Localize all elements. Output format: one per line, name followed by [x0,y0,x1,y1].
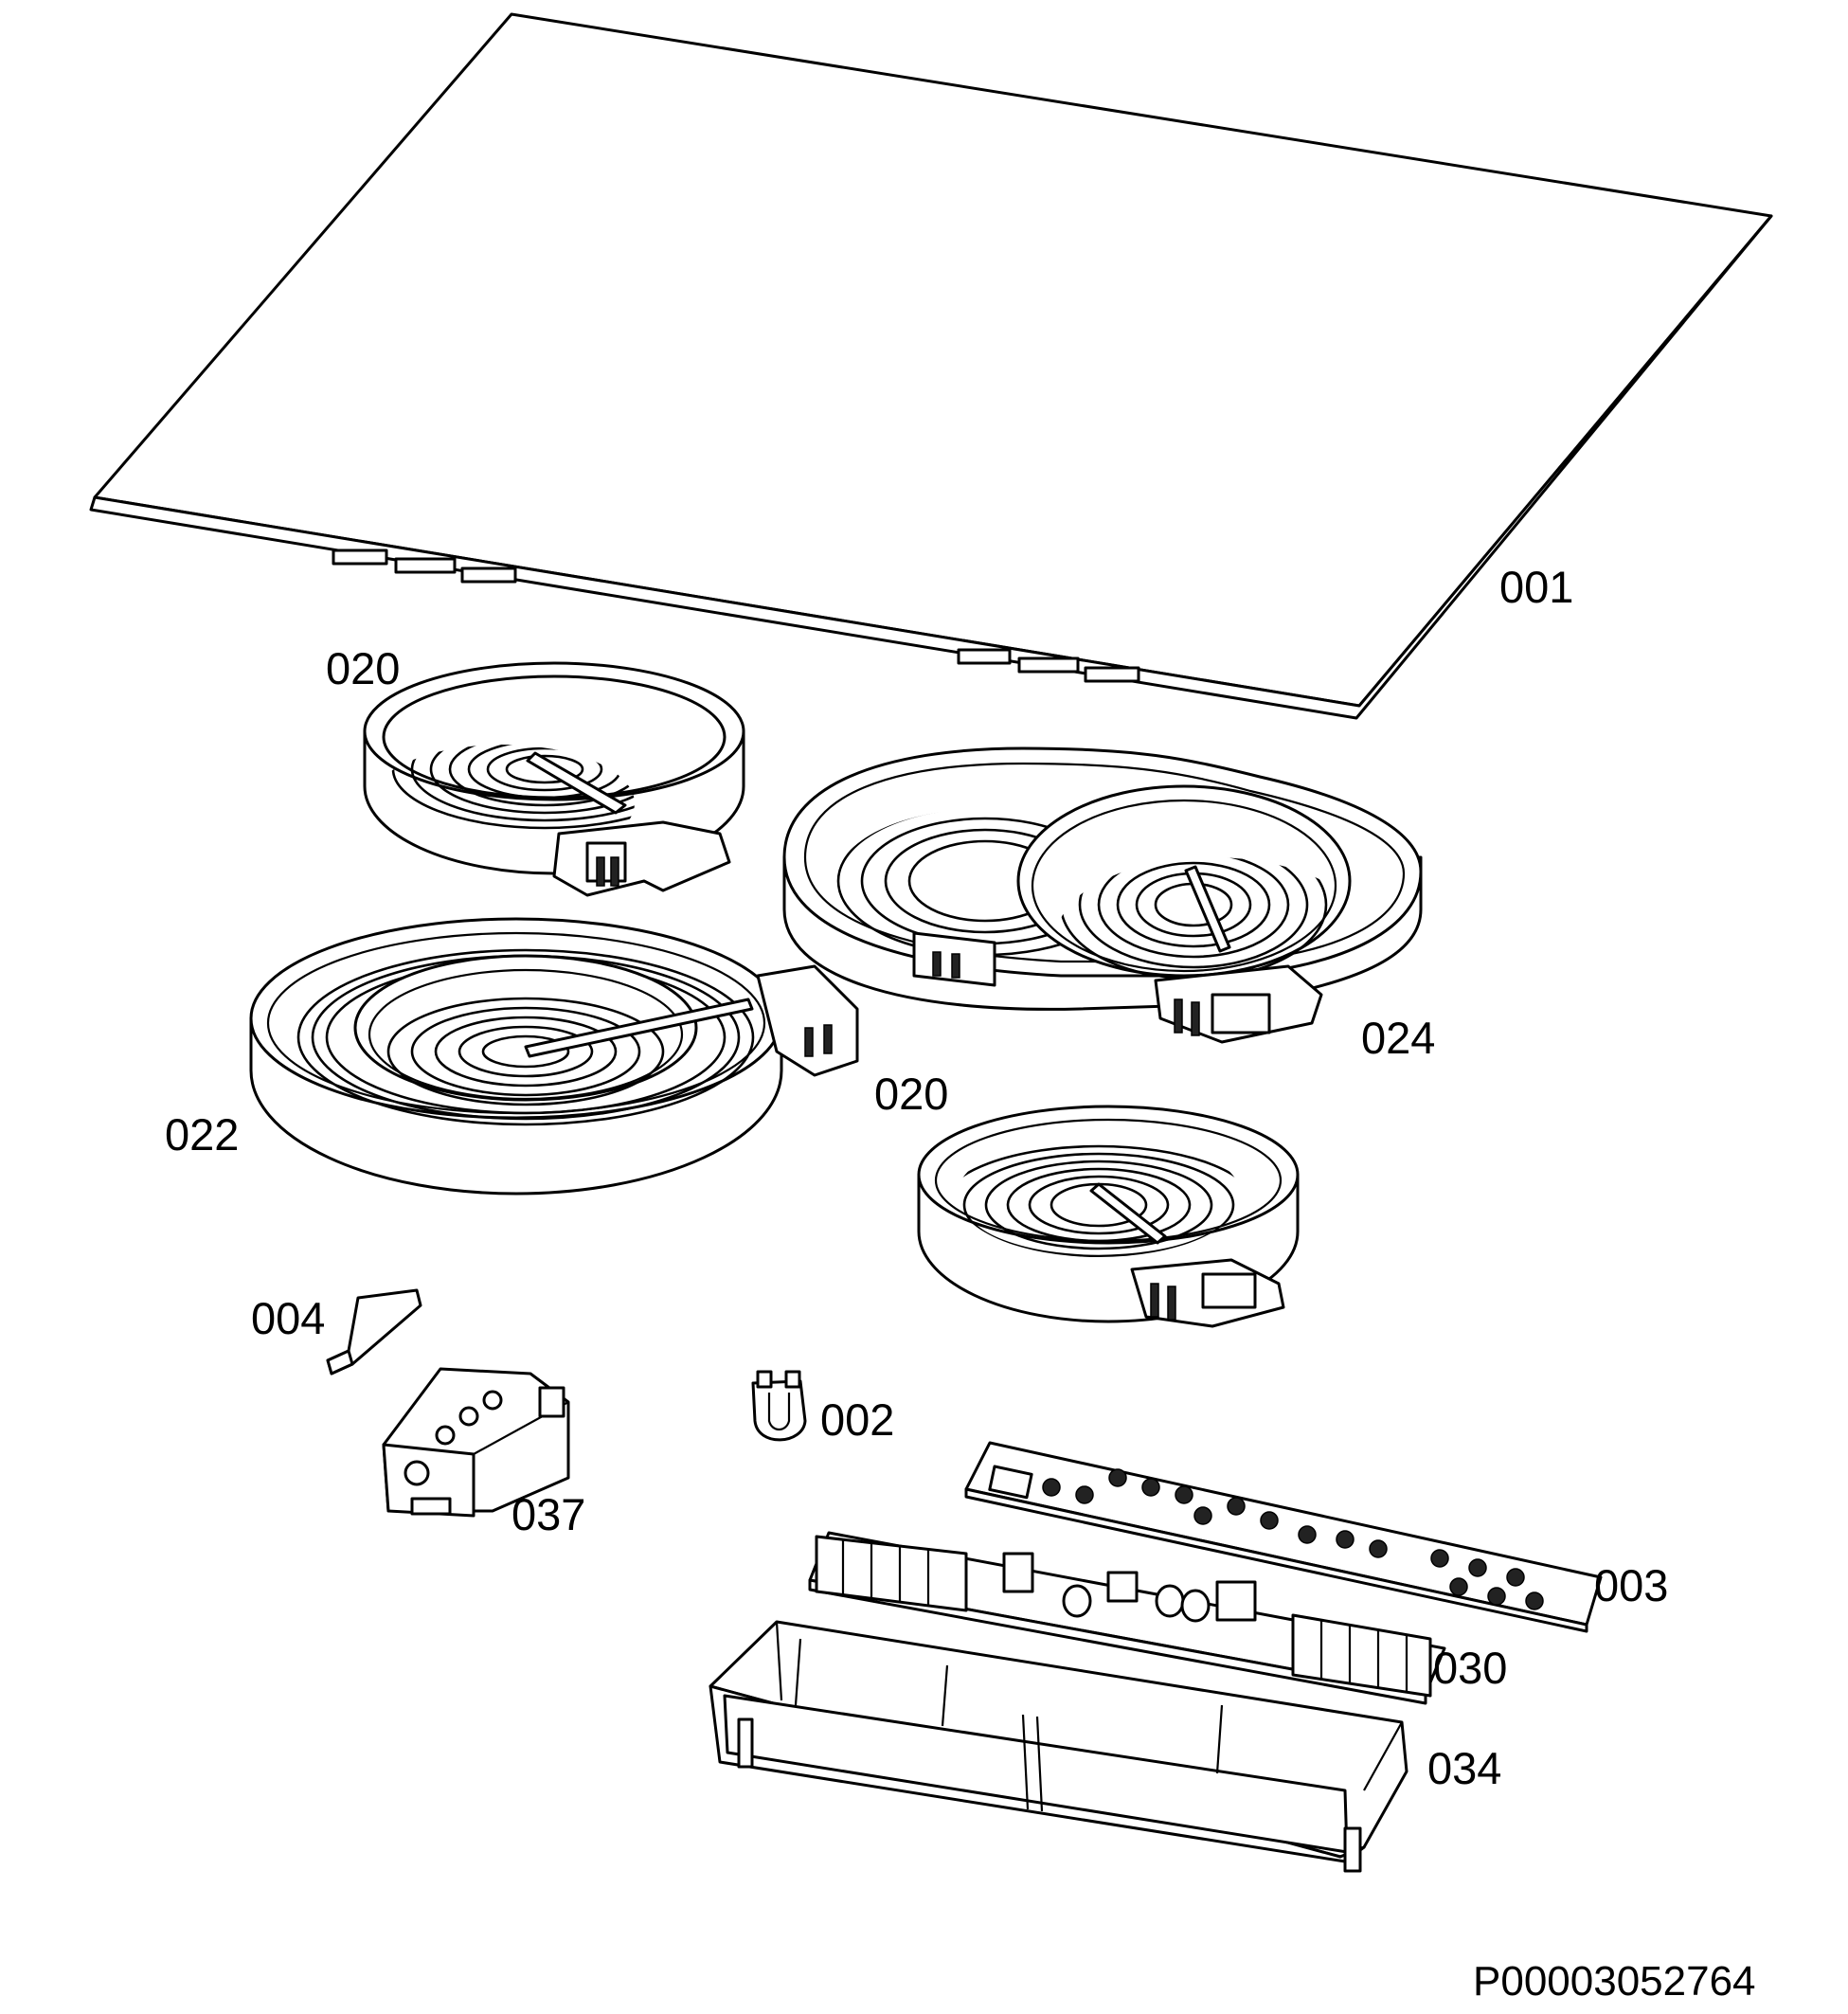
part-label-clip: 002 [820,1394,895,1445]
touch-control-board-drawing [964,1441,1603,1633]
part-label-terminal-block: 037 [511,1489,586,1539]
hotplate-front-right-drawing [917,1105,1300,1328]
part-label-hotplate-rear-left: 020 [326,643,401,693]
drawing-number: P00003052764 [1473,1958,1756,2005]
hotplate-oval-drawing [782,746,1423,1044]
part-label-touch-control-board: 003 [1594,1560,1669,1610]
power-board-drawing [808,1531,1446,1705]
part-label-connector-strip: 004 [251,1293,326,1343]
part-label-hotplate-dual: 022 [165,1109,240,1160]
terminal-block-drawing [382,1367,570,1518]
part-label-board-housing: 034 [1427,1743,1502,1793]
connector-strip-drawing [326,1288,422,1376]
board-housing-drawing [709,1620,1408,1873]
part-label-hotplate-oval: 024 [1361,1013,1436,1063]
hotplate-rear-left-drawing [363,661,745,897]
part-label-power-board: 030 [1433,1643,1508,1693]
part-label-hotplate-front-right: 020 [874,1069,949,1119]
glass-top-panel [89,12,1773,720]
clip-drawing [751,1370,807,1442]
hotplate-dual-drawing [249,917,859,1196]
part-label-glass-top: 001 [1499,562,1574,612]
